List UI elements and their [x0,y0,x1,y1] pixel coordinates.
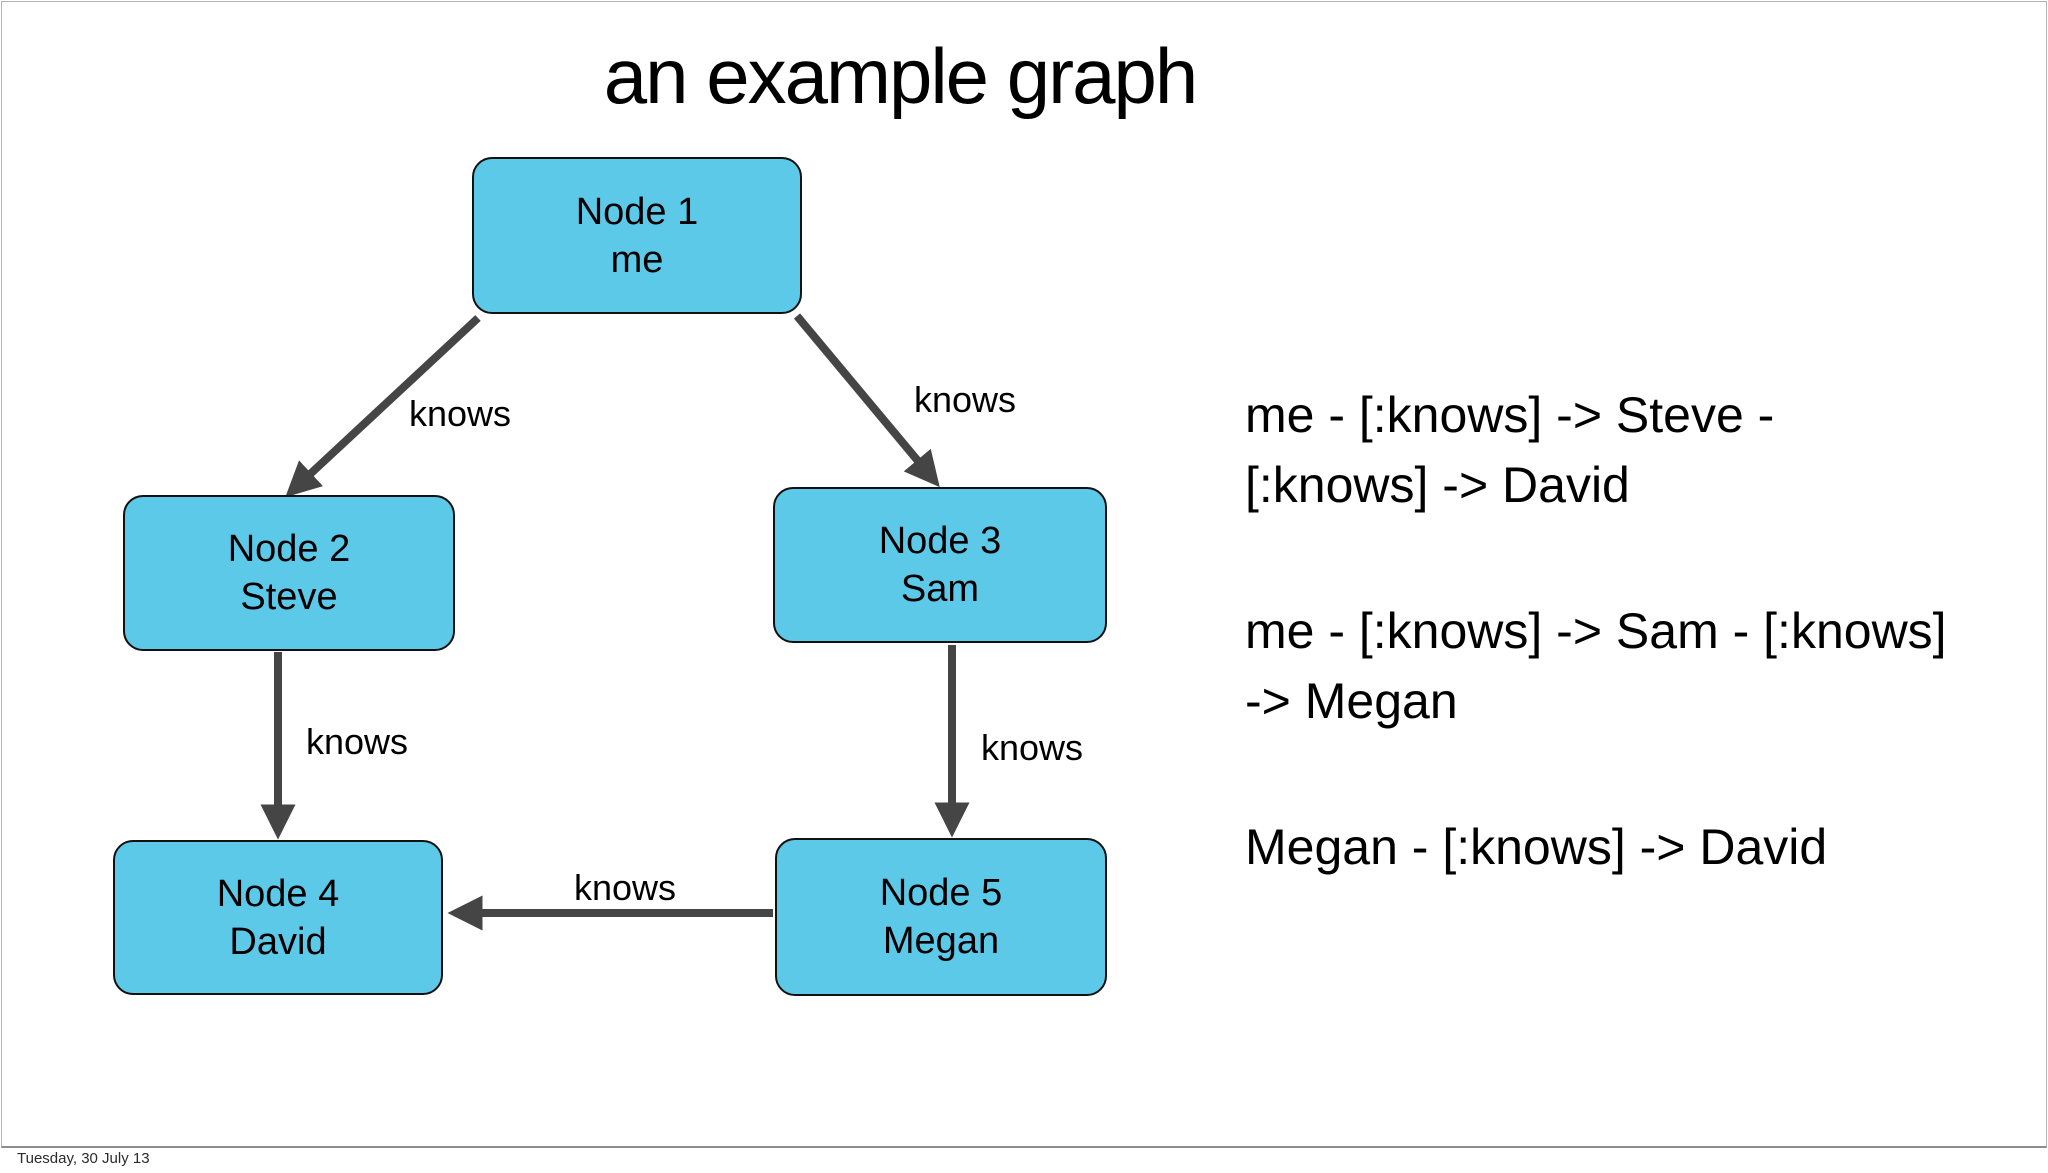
node-label: Node 3 [878,520,1002,562]
node-person: David [229,920,327,963]
relationship-path: Megan - [:knows] -> David [1245,819,1828,875]
graph-node-node3: Node 3 Sam [773,487,1107,643]
edge-label-node1-node3: knows [913,379,1017,420]
relationship-paths: me - [:knows] -> Steve - [:knows] -> Dav… [1245,380,1965,958]
node-person: Sam [900,568,980,610]
graph-node-node1: Node 1 me [472,157,802,314]
edge-label-node3-node5: knows [980,727,1084,768]
edge-label-node5-node4: knows [573,867,677,908]
node-label: Node 5 [879,872,1003,914]
node-person: Megan [882,920,1000,962]
graph-node-node2: Node 2 Steve [123,495,455,651]
edge-label-node2-node4: knows [305,721,409,762]
relationship-path: me - [:knows] -> Sam - [:knows] -> Megan [1245,603,1947,729]
node-label: Node 4 [216,872,340,915]
node-person: Steve [240,576,338,618]
edge-arrow-node1-node3 [793,313,940,488]
footer-date: Tuesday, 30 July 13 [17,1150,150,1167]
graph-node-node4: Node 4 David [113,840,443,995]
node-label: Node 2 [227,528,351,570]
node-person: me [610,238,664,281]
edge-arrow-node1-node2 [285,315,481,498]
node-label: Node 1 [575,190,699,233]
slide-title: an example graph [603,32,1198,120]
relationship-path: me - [:knows] -> Steve - [:knows] -> Dav… [1245,387,1775,513]
graph-node-node5: Node 5 Megan [775,838,1107,996]
edge-label-node1-node2: knows [408,393,512,434]
